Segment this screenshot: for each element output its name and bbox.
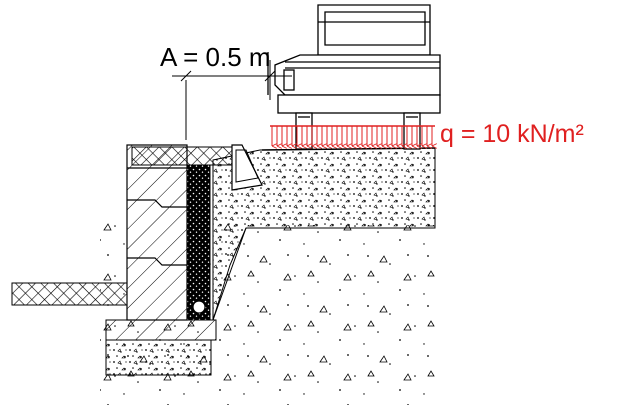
drainage-layer <box>186 164 211 321</box>
wall-block-joints <box>127 167 187 266</box>
load-label: q = 10 kN/m² <box>440 120 584 148</box>
left-paving <box>11 282 128 306</box>
excavation-slope <box>212 227 247 321</box>
dimension-label: A = 0.5 m <box>160 42 271 72</box>
coping-stone <box>131 146 233 166</box>
wall-block-hatch <box>126 144 188 321</box>
pickup-truck-icon <box>267 4 441 150</box>
dimension-line <box>172 60 292 140</box>
curb-inner <box>235 149 259 183</box>
drain-pipe-icon <box>192 300 206 314</box>
foundation-base <box>105 339 212 376</box>
foundation-slab <box>105 319 217 341</box>
surcharge-load-arrows <box>270 125 435 146</box>
